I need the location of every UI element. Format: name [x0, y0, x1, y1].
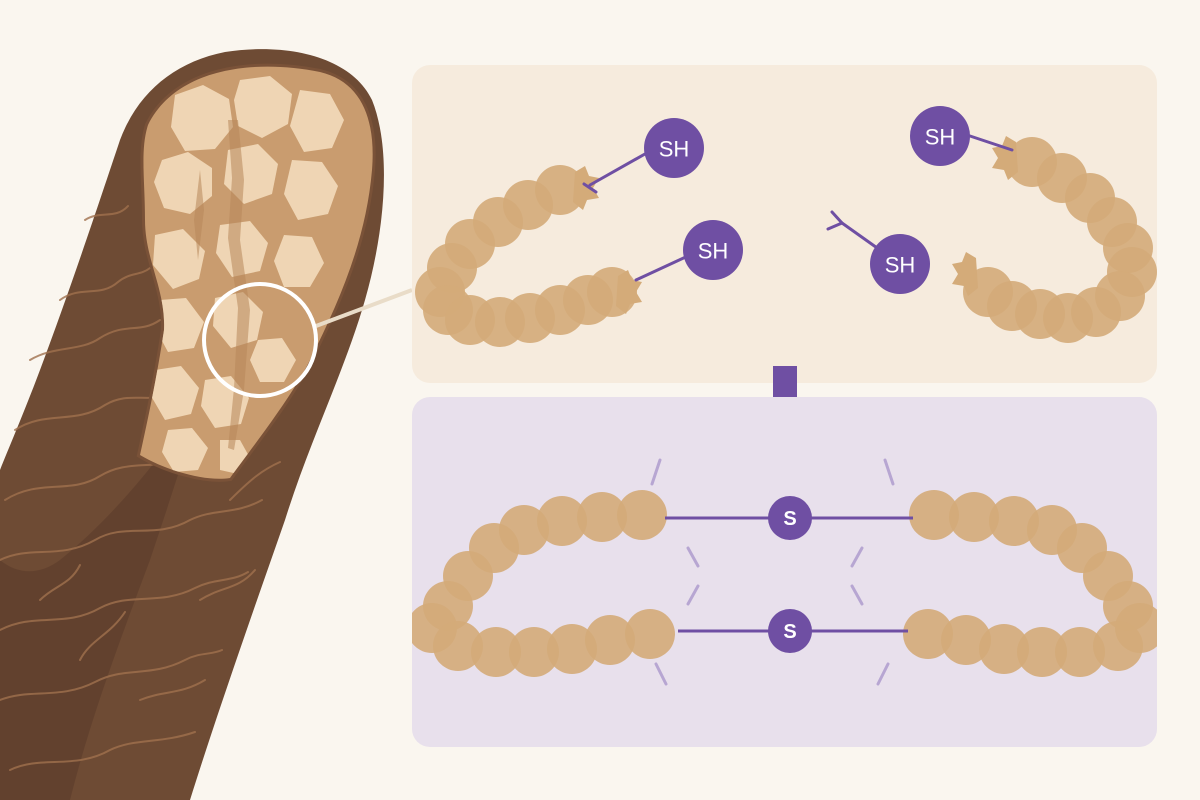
amino-acid-bead — [1055, 627, 1105, 677]
sulfhydryl-group-sh: SH — [644, 118, 704, 178]
sulfhydryl-group-sh: SH — [910, 106, 970, 166]
sh-label: SH — [885, 253, 916, 278]
amino-acid-bead — [941, 615, 991, 665]
disulfide-bond: S — [665, 496, 913, 540]
amino-acid-bead — [903, 609, 953, 659]
sulfhydryl-group-sh: SH — [683, 220, 743, 280]
s-label: S — [783, 508, 796, 530]
chain-broken-end — [952, 252, 978, 296]
sh-label: SH — [659, 137, 690, 162]
hair-strand-illustration — [0, 49, 384, 800]
amino-acid-bead — [537, 496, 587, 546]
amino-acid-bead — [433, 621, 483, 671]
amino-acid-bead — [471, 627, 521, 677]
amino-acid-bead — [949, 492, 999, 542]
top-protein-chains — [415, 136, 1157, 347]
amino-acid-bead — [547, 624, 597, 674]
amino-acid-bead — [585, 615, 635, 665]
s-label: S — [783, 621, 796, 643]
amino-acid-bead — [577, 492, 627, 542]
bottom-protein-chains — [412, 490, 1157, 677]
amino-acid-bead — [625, 609, 675, 659]
chain-broken-end — [573, 166, 599, 210]
sulfhydryl-group-sh: SH — [870, 234, 930, 294]
zoom-magnifier-circle — [202, 282, 318, 398]
top-panel-reduced-state: SH SH SH SH — [412, 65, 1157, 383]
amino-acid-bead — [1093, 621, 1143, 671]
amino-acid-bead — [617, 490, 667, 540]
amino-acid-bead — [979, 624, 1029, 674]
amino-acid-bead — [509, 627, 559, 677]
sh-label: SH — [925, 125, 956, 150]
bottom-panel-background — [412, 397, 1157, 747]
sh-label: SH — [698, 239, 729, 264]
zoom-connector-line — [315, 288, 413, 328]
zoom-callout — [202, 282, 413, 398]
amino-acid-bead — [909, 490, 959, 540]
bottom-panel-oxidized-state: S S — [412, 397, 1157, 747]
hair-shaft-shadow — [0, 400, 200, 800]
bond-guide-dashes — [650, 458, 895, 686]
disulfide-bond: S — [678, 609, 908, 653]
amino-acid-bead — [989, 496, 1039, 546]
amino-acid-bead — [1017, 627, 1067, 677]
